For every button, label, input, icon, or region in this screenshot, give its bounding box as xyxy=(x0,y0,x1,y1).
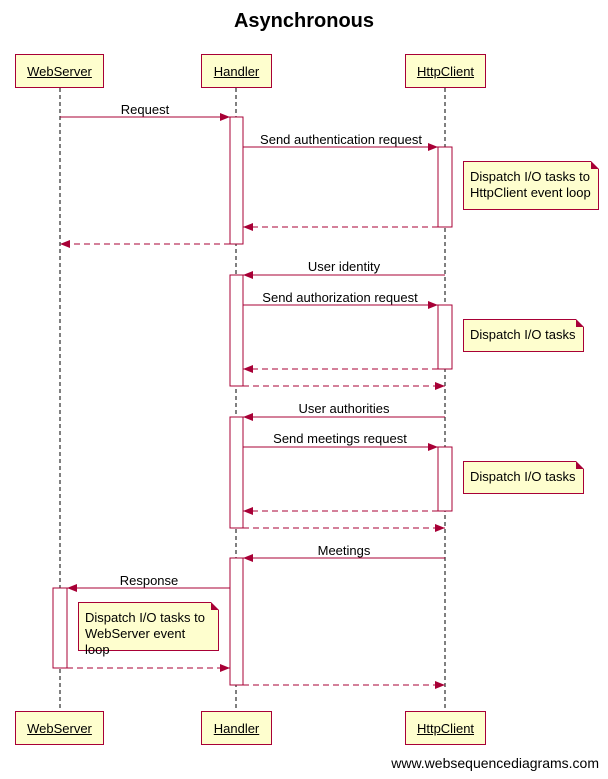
note-line: Dispatch I/O tasks xyxy=(470,469,576,484)
label-send-auth: Send authentication request xyxy=(260,132,422,147)
actor-webserver-top: WebServer xyxy=(15,54,104,88)
actor-webserver-bottom: WebServer xyxy=(15,711,104,745)
actor-handler-top: Handler xyxy=(201,54,272,88)
label-send-authz: Send authorization request xyxy=(262,290,418,305)
note-webserver-loop: Dispatch I/O tasks to WebServer event lo… xyxy=(78,602,219,657)
actor-httpclient-bottom: HttpClient xyxy=(405,711,486,745)
actor-handler-bottom: Handler xyxy=(201,711,272,745)
activation-httpclient-3 xyxy=(437,446,453,512)
note-httpclient-loop: Dispatch I/O tasks to HttpClient event l… xyxy=(463,161,599,210)
activation-httpclient-2 xyxy=(437,304,453,370)
activation-handler-3 xyxy=(229,416,244,529)
label-send-meetings: Send meetings request xyxy=(273,431,407,446)
label-user-identity: User identity xyxy=(307,259,381,274)
note-io-tasks-meetings: Dispatch I/O tasks xyxy=(463,461,584,494)
footer-credit: www.websequencediagrams.com xyxy=(391,755,599,771)
note-line: Dispatch I/O tasks xyxy=(470,327,576,342)
activation-handler-4 xyxy=(229,557,244,686)
diagram-title: Asynchronous xyxy=(233,10,375,32)
activation-httpclient-1 xyxy=(437,146,453,228)
label-response: Response xyxy=(119,573,179,588)
activation-handler-1 xyxy=(229,116,244,245)
note-line: HttpClient event loop xyxy=(470,185,591,200)
note-line: WebServer event loop xyxy=(85,626,186,657)
actor-httpclient-top: HttpClient xyxy=(405,54,486,88)
note-line: Dispatch I/O tasks to xyxy=(470,169,590,184)
label-request: Request xyxy=(120,102,170,117)
label-meetings: Meetings xyxy=(317,543,371,558)
note-line: Dispatch I/O tasks to xyxy=(85,610,205,625)
note-io-tasks-authz: Dispatch I/O tasks xyxy=(463,319,584,352)
activation-webserver-1 xyxy=(52,587,68,669)
activation-handler-2 xyxy=(229,274,244,387)
label-user-authorities: User authorities xyxy=(298,401,390,416)
